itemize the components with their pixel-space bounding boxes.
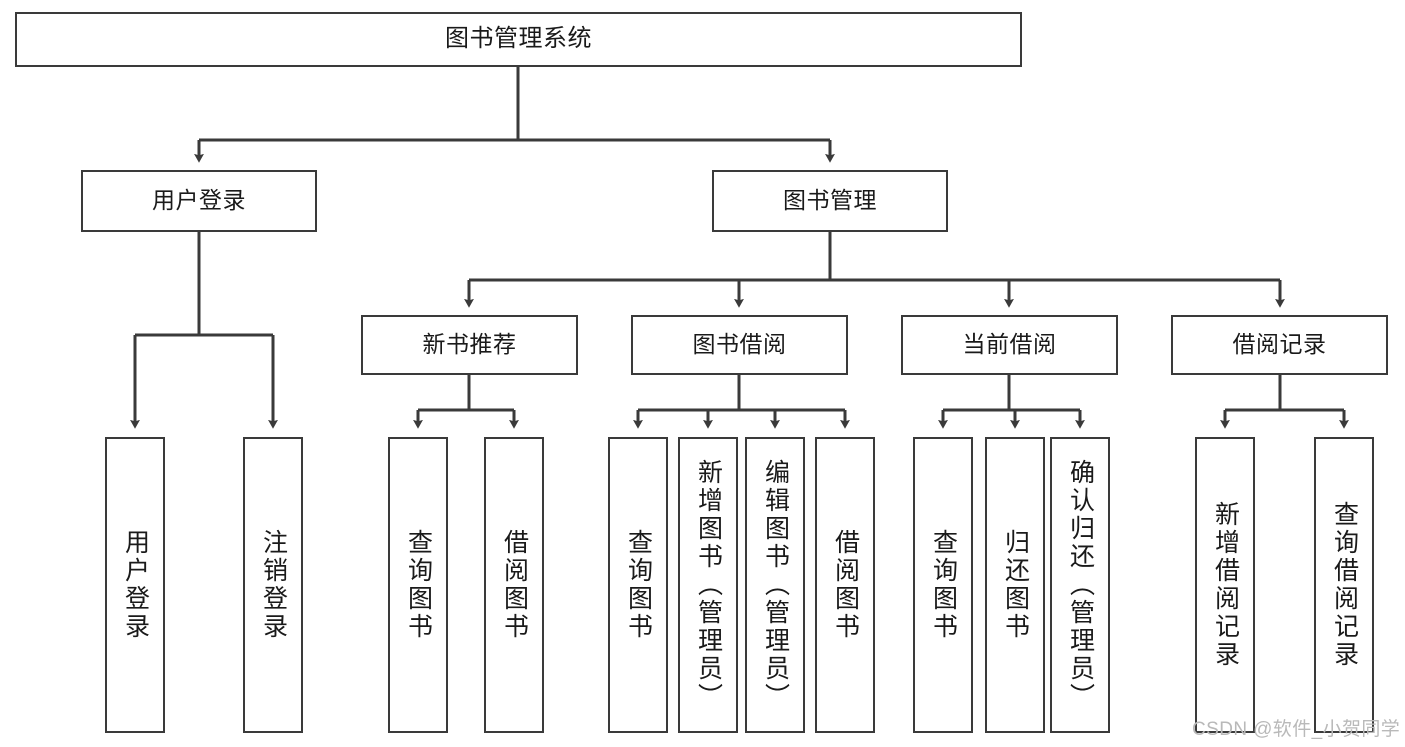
node-current-borrow-label: 当前借阅: [962, 331, 1057, 358]
node-book-management-label: 图书管理: [783, 187, 877, 214]
leaf-logout-label: 注销登录: [259, 529, 288, 641]
leaf-query-book-borrow-label: 查询图书: [624, 529, 653, 641]
leaf-borrow-book[interactable]: 借阅图书: [815, 437, 875, 733]
node-borrow-record[interactable]: 借阅记录: [1171, 315, 1388, 375]
leaf-borrow-book-recommend-label: 借阅图书: [500, 529, 529, 641]
leaf-confirm-return-admin[interactable]: 确认归还（管理员）: [1050, 437, 1110, 733]
leaf-query-book-recommend-label: 查询图书: [404, 529, 433, 641]
leaf-edit-book-admin[interactable]: 编辑图书（管理员）: [745, 437, 805, 733]
leaf-user-login[interactable]: 用户登录: [105, 437, 165, 733]
node-new-book-recommend-label: 新书推荐: [422, 331, 517, 358]
leaf-query-book-recommend[interactable]: 查询图书: [388, 437, 448, 733]
node-user-login-label: 用户登录: [152, 187, 246, 214]
leaf-add-borrow-record[interactable]: 新增借阅记录: [1195, 437, 1255, 733]
csdn-watermark: CSDN @软件_小贺同学: [1192, 719, 1401, 740]
leaf-add-borrow-record-label: 新增借阅记录: [1211, 501, 1240, 669]
leaf-user-login-label: 用户登录: [121, 529, 150, 641]
leaf-edit-book-admin-label: 编辑图书（管理员）: [761, 459, 790, 711]
leaf-return-book-label: 归还图书: [1001, 529, 1030, 641]
node-borrow-record-label: 借阅记录: [1232, 331, 1327, 358]
node-root[interactable]: 图书管理系统: [15, 12, 1022, 67]
leaf-logout[interactable]: 注销登录: [243, 437, 303, 733]
leaf-confirm-return-admin-label: 确认归还（管理员）: [1066, 459, 1095, 711]
leaf-query-borrow-record[interactable]: 查询借阅记录: [1314, 437, 1374, 733]
node-book-borrow-label: 图书借阅: [692, 331, 787, 358]
leaf-add-book-admin[interactable]: 新增图书（管理员）: [678, 437, 738, 733]
node-new-book-recommend[interactable]: 新书推荐: [361, 315, 578, 375]
node-book-management[interactable]: 图书管理: [712, 170, 948, 232]
leaf-query-borrow-record-label: 查询借阅记录: [1330, 501, 1359, 669]
leaf-add-book-admin-label: 新增图书（管理员）: [694, 459, 723, 711]
node-root-label: 图书管理系统: [445, 25, 592, 53]
leaf-query-book-current-label: 查询图书: [929, 529, 958, 641]
leaf-return-book[interactable]: 归还图书: [985, 437, 1045, 733]
node-book-borrow[interactable]: 图书借阅: [631, 315, 848, 375]
leaf-borrow-book-label: 借阅图书: [831, 529, 860, 641]
node-current-borrow[interactable]: 当前借阅: [901, 315, 1118, 375]
node-user-login[interactable]: 用户登录: [81, 170, 317, 232]
leaf-query-book-current[interactable]: 查询图书: [913, 437, 973, 733]
leaf-query-book-borrow[interactable]: 查询图书: [608, 437, 668, 733]
leaf-borrow-book-recommend[interactable]: 借阅图书: [484, 437, 544, 733]
